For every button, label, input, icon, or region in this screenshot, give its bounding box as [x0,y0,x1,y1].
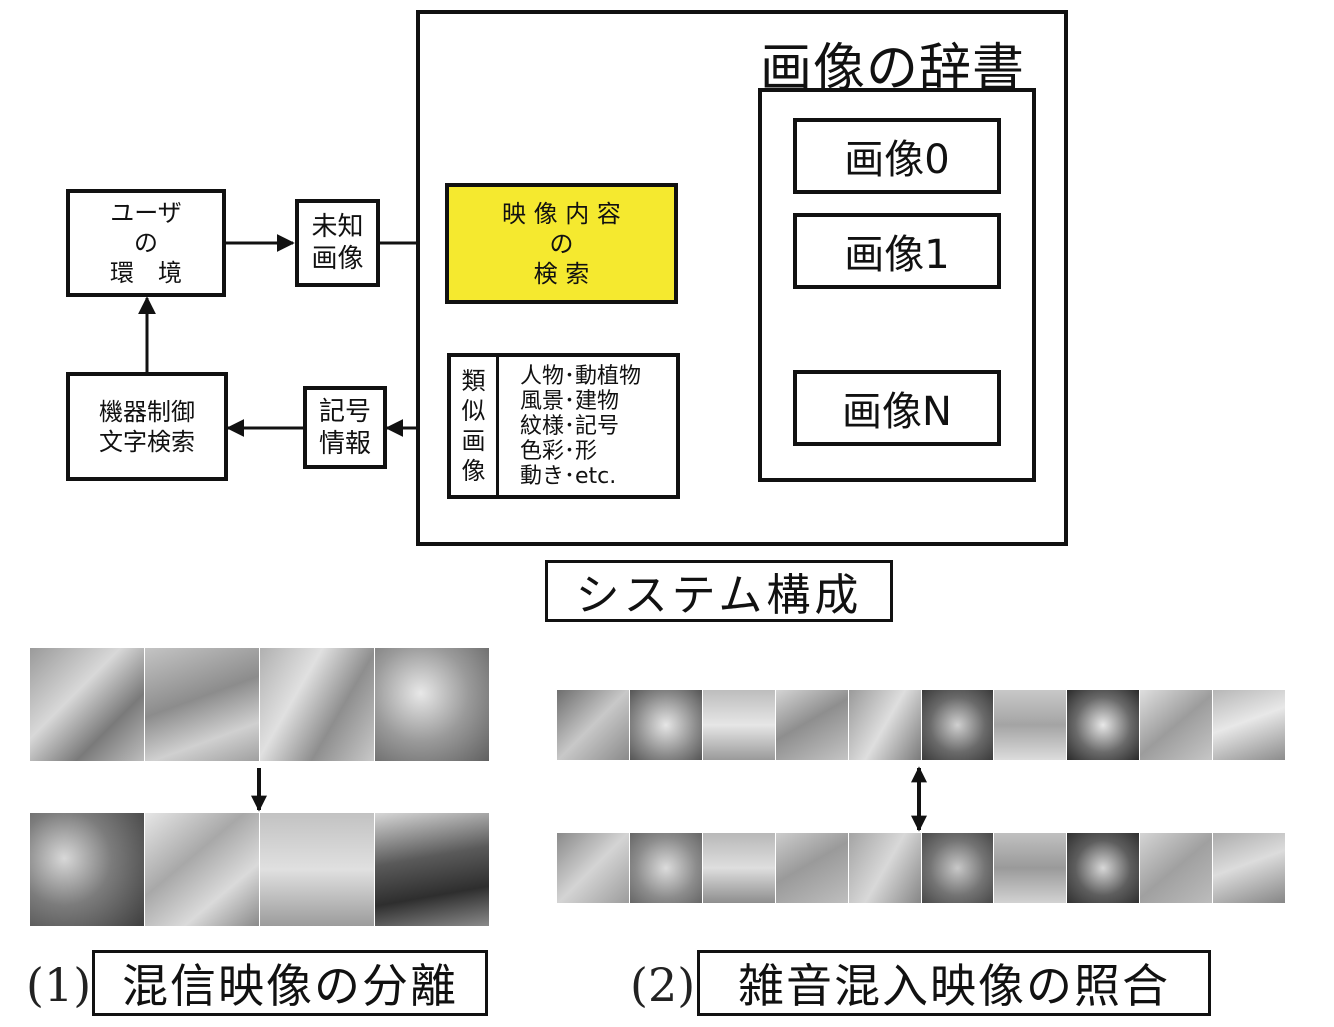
matching-caption: 雑音混入映像の照合 [697,950,1211,1016]
box-line: 記号 [318,396,371,427]
box-line: の [134,229,158,257]
box-line: 機器制御 [99,397,195,426]
photo-tile [921,690,995,760]
dictionary-image-label: 画像1 [844,232,950,278]
photo-tile [557,833,630,903]
photo-tile [557,690,630,760]
photo-tile [921,833,995,903]
caption-label: 混信映像の分離 [122,959,458,1013]
box-line: 検 索 [533,259,590,288]
photo-tile [375,813,489,926]
box-line: 類 [461,367,486,395]
dictionary-image-n: 画像N [793,370,1001,446]
separation-number: (1) [26,958,92,1012]
box-line: 映 像 内 容 [502,199,621,228]
video-content-search-box: 映 像 内 容 の 検 索 [445,183,678,304]
box-line: 像 [461,457,486,485]
photo-tile [848,690,922,760]
separated-video-strip [30,813,489,926]
photo-tile [629,833,703,903]
photo-tile [145,648,260,761]
reference-video-strip [557,690,1286,760]
box-line: 環 境 [110,259,182,287]
photo-tile [1140,690,1214,760]
category-item: 紋様･記号 [520,414,620,439]
photo-tile [145,813,260,926]
box-line: 文字検索 [99,427,195,456]
caption-label: 雑音混入映像の照合 [738,959,1170,1013]
device-control-box: 機器制御 文字検索 [66,372,228,481]
photo-tile [1067,833,1141,903]
photo-tile [775,833,849,903]
box-line: 画像 [311,244,364,274]
box-line: ユーザ [110,199,182,227]
similar-image-categories: 人物･動植物 風景･建物 紋様･記号 色彩･形 動き･etc. [520,364,641,489]
box-line: 画 [461,427,486,455]
photo-tile [1067,690,1141,760]
photo-tile [702,833,776,903]
dictionary-image-label: 画像0 [844,137,950,183]
unknown-image-box: 未知 画像 [295,199,380,287]
category-item: 風景･建物 [520,389,620,414]
photo-tile [1213,690,1286,760]
photo-tile [375,648,489,761]
box-line: の [549,229,574,258]
photo-tile [848,833,922,903]
box-line: 似 [461,397,486,425]
caption-label: システム構成 [575,570,863,621]
dictionary-image-1: 画像1 [793,213,1001,289]
category-item: 色彩･形 [520,439,598,464]
similar-image-box [447,353,680,499]
dictionary-image-0: 画像0 [793,118,1001,194]
similar-image-label: 類 似 画 像 [451,357,499,495]
symbol-info-box: 記号 情報 [303,386,387,469]
separation-caption: 混信映像の分離 [92,950,488,1016]
box-line: 情報 [318,428,371,459]
photo-tile [702,690,776,760]
category-item: 動き･etc. [520,464,617,489]
mixed-video-strip [30,648,489,761]
photo-tile [775,690,849,760]
matching-number: (2) [630,958,696,1012]
noisy-video-strip [557,833,1286,903]
photo-tile [1213,833,1286,903]
photo-tile [629,690,703,760]
system-configuration-caption: システム構成 [545,560,893,622]
photo-tile [30,813,145,926]
category-item: 人物･動植物 [520,364,642,389]
dictionary-image-label: 画像N [842,389,952,435]
photo-tile [994,690,1068,760]
photo-tile [30,648,145,761]
box-line: 未知 [311,212,364,242]
photo-tile [260,813,375,926]
photo-tile [260,648,375,761]
photo-tile [994,833,1068,903]
photo-tile [1140,833,1214,903]
user-environment-box: ユーザ の 環 境 [66,189,226,297]
